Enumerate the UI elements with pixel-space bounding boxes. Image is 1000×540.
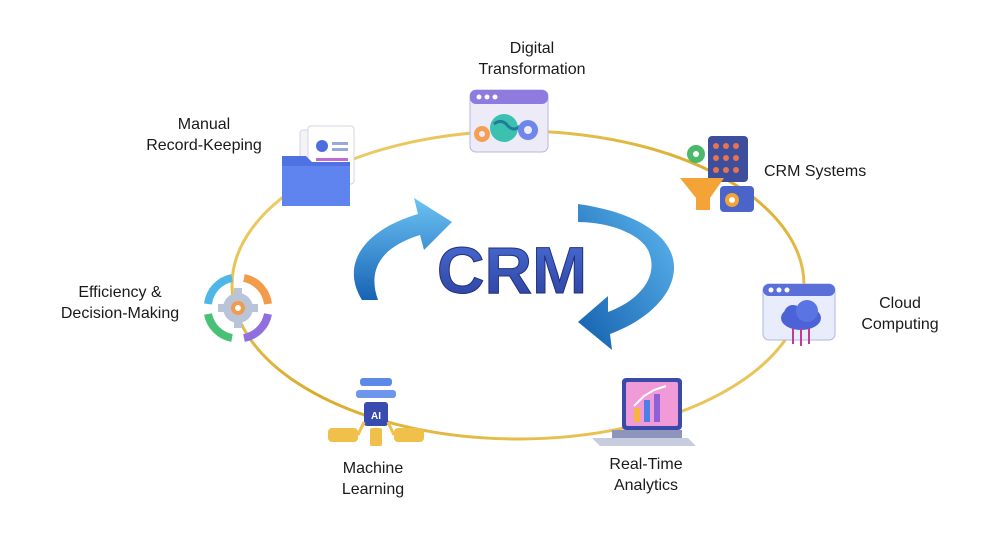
gear-cycle-icon [204,274,272,342]
node-label-crm-systems: CRM Systems [764,163,867,180]
svg-text:AI: AI [371,411,381,422]
cloud-server-window-icon [762,283,836,346]
laptop-chart-icon [592,378,696,446]
center-title: CRM [437,233,587,307]
funnel-dashboard-icon [680,136,754,212]
cycle-arrows [353,198,675,350]
arrow-lower-right [578,204,675,350]
node-label-efficiency-decision-making: Efficiency &Decision-Making [60,284,180,322]
ai-chip-flow-icon: AI [328,378,424,446]
arrow-upper-left [353,198,452,300]
browser-globe-gears-icon [469,89,549,153]
folder-documents-icon [282,125,355,206]
